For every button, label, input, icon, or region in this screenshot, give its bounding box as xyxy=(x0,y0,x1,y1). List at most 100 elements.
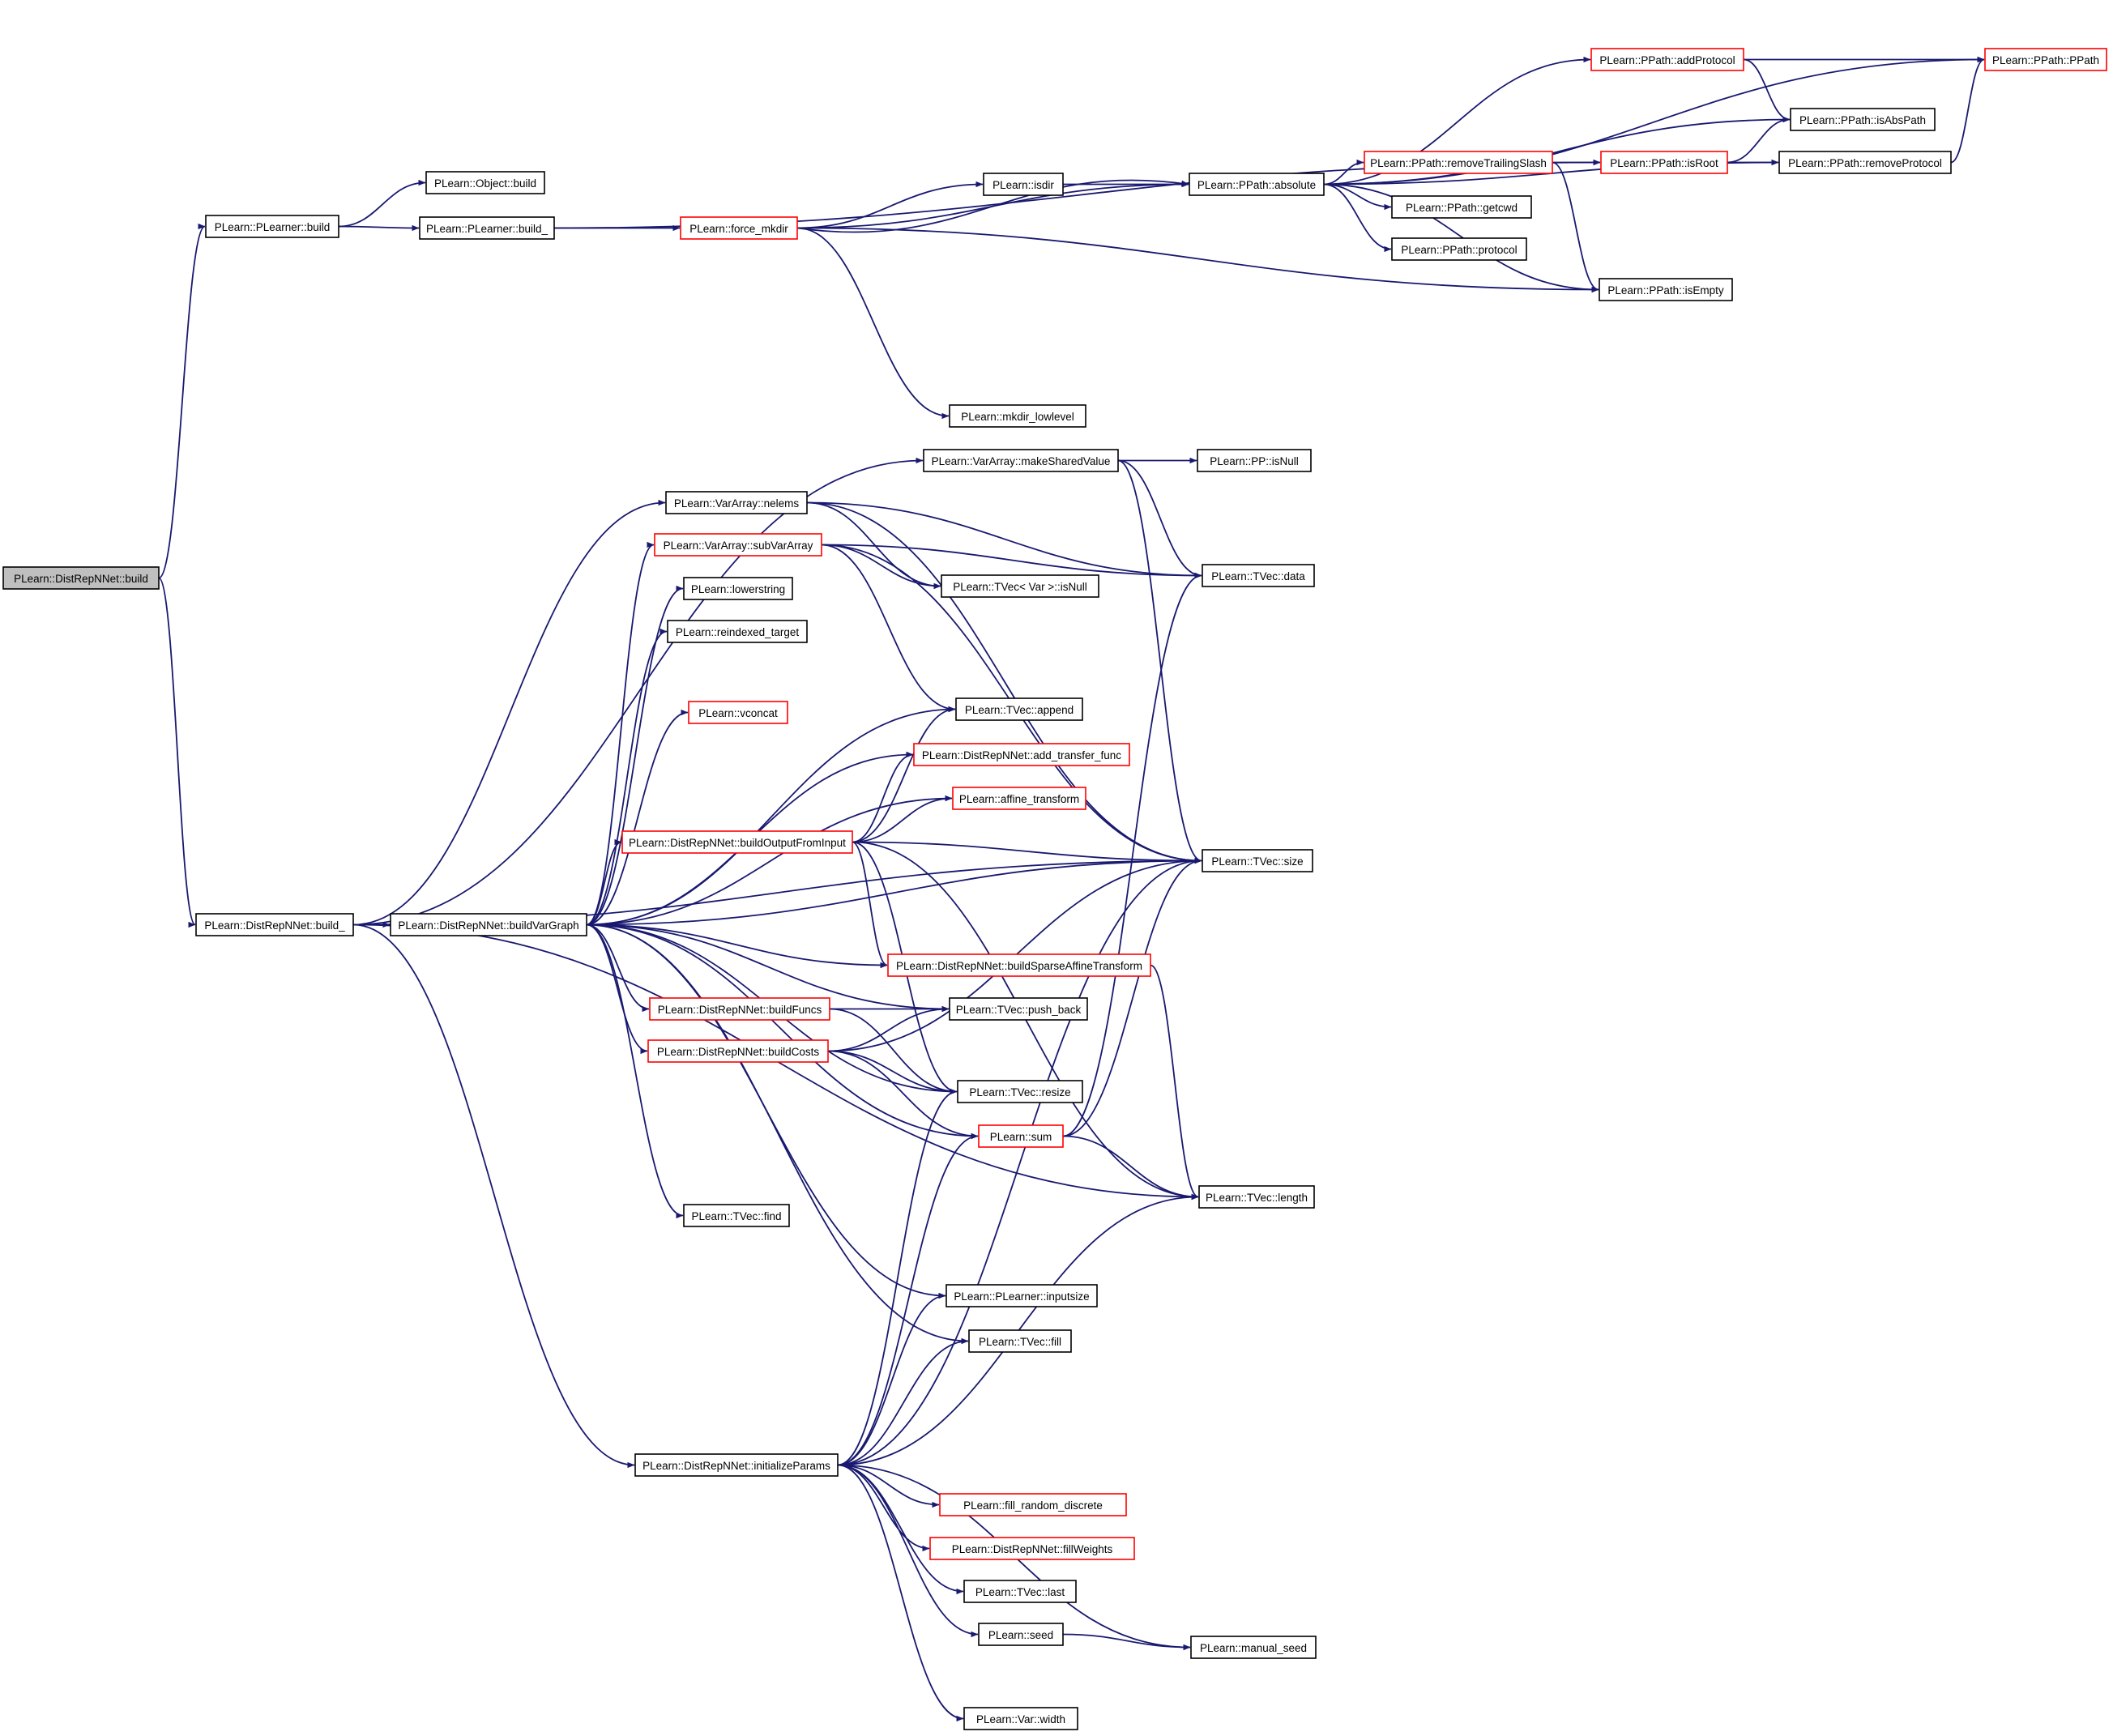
node-ppath-addprotocol[interactable]: PLearn::PPath::addProtocol xyxy=(1590,48,1744,71)
node-ppath-removetrailingslash[interactable]: PLearn::PPath::removeTrailingSlash xyxy=(1364,151,1553,174)
node-ppath-isabspath[interactable]: PLearn::PPath::isAbsPath xyxy=(1790,108,1936,131)
edge-buildvargraph-to-tvec_find xyxy=(586,923,684,1219)
edge-buildvargraph-to-reindexed_target xyxy=(586,628,668,926)
edge-initializeparams-to-seed xyxy=(837,1464,979,1638)
node-box xyxy=(1590,48,1744,71)
edge-vararray_makesharedvalue-to-tvec_size xyxy=(1117,459,1202,864)
node-var-width[interactable]: PLearn::Var::width xyxy=(963,1707,1078,1730)
node-ppath-protocol[interactable]: PLearn::PPath::protocol xyxy=(1391,237,1527,261)
node-distrep-build[interactable]: PLearn::DistRepNNet::build xyxy=(2,566,160,590)
node-label: PLearn::PPath::isRoot xyxy=(1610,157,1718,169)
node-label: PLearn::DistRepNNet::initializeParams xyxy=(642,1460,830,1472)
node-ppath-isroot[interactable]: PLearn::PPath::isRoot xyxy=(1600,151,1728,174)
node-initializeparams[interactable]: PLearn::DistRepNNet::initializeParams xyxy=(634,1453,839,1477)
node-seed[interactable]: PLearn::seed xyxy=(978,1623,1064,1646)
edge-sum-to-tvec_data xyxy=(1062,572,1202,1137)
node-plearner-inputsize[interactable]: PLearn::PLearner::inputsize xyxy=(946,1284,1098,1307)
node-box xyxy=(390,913,587,936)
node-pp-isnull[interactable]: PLearn::PP::isNull xyxy=(1197,449,1312,472)
node-label: PLearn::TVec::data xyxy=(1211,570,1305,582)
node-box xyxy=(941,574,1099,598)
node-fill-random-discrete[interactable]: PLearn::fill_random_discrete xyxy=(939,1493,1127,1516)
node-tvec-var-isnull[interactable]: PLearn::TVec< Var >::isNull xyxy=(941,574,1099,598)
node-tvec-size[interactable]: PLearn::TVec::size xyxy=(1202,849,1313,872)
node-plearner-build[interactable]: PLearn::PLearner::build xyxy=(205,215,339,238)
node-box xyxy=(647,1039,829,1063)
node-box xyxy=(929,1537,1135,1560)
edge-buildvargraph-to-sum xyxy=(586,923,979,1140)
node-box xyxy=(949,404,1086,428)
edge-initializeparams-to-fillweights xyxy=(837,1464,930,1552)
edge-buildvargraph-to-buildoutputfrominput xyxy=(586,838,622,926)
node-label: PLearn::DistRepNNet::buildFuncs xyxy=(658,1004,822,1016)
node-label: PLearn::manual_seed xyxy=(1200,1642,1307,1654)
node-ppath-getcwd[interactable]: PLearn::PPath::getcwd xyxy=(1391,195,1532,219)
node-plearner-build-[interactable]: PLearn::PLearner::build_ xyxy=(419,216,555,240)
node-box xyxy=(688,701,788,724)
node-ppath-absolute[interactable]: PLearn::PPath::absolute xyxy=(1189,173,1325,196)
node-label: PLearn::seed xyxy=(988,1629,1053,1641)
node-tvec-find[interactable]: PLearn::TVec::find xyxy=(683,1204,790,1227)
edge-buildvargraph-to-buildcosts xyxy=(586,923,648,1055)
edge-initializeparams-to-tvec_fill xyxy=(837,1337,969,1466)
edge-force_mkdir-to-ppath_absolute xyxy=(796,179,1189,233)
edge-plearner_build-to-object_build xyxy=(338,179,426,228)
node-ppath-isempty[interactable]: PLearn::PPath::isEmpty xyxy=(1599,278,1733,301)
node-box xyxy=(621,830,853,854)
node-object-build[interactable]: PLearn::Object::build xyxy=(425,171,545,194)
node-vararray-nelems[interactable]: PLearn::VarArray::nelems xyxy=(665,491,808,514)
node-box xyxy=(923,449,1119,472)
node-sum[interactable]: PLearn::sum xyxy=(978,1124,1064,1148)
node-ppath-ppath[interactable]: PLearn::PPath::PPath xyxy=(1984,48,2107,71)
node-reindexed-target[interactable]: PLearn::reindexed_target xyxy=(667,620,808,643)
node-label: PLearn::affine_transform xyxy=(959,793,1079,805)
node-buildvargraph[interactable]: PLearn::DistRepNNet::buildVarGraph xyxy=(390,913,587,936)
node-label: PLearn::PPath::removeTrailingSlash xyxy=(1370,157,1547,169)
edge-buildcosts-to-tvec_resize xyxy=(827,1050,958,1095)
node-label: PLearn::mkdir_lowlevel xyxy=(961,411,1074,423)
node-label: PLearn::PPath::isAbsPath xyxy=(1799,114,1926,126)
node-mkdir-lowlevel[interactable]: PLearn::mkdir_lowlevel xyxy=(949,404,1086,428)
node-lowerstring[interactable]: PLearn::lowerstring xyxy=(683,577,793,600)
node-label: PLearn::PLearner::build xyxy=(215,221,331,233)
node-buildfuncs[interactable]: PLearn::DistRepNNet::buildFuncs xyxy=(649,997,830,1021)
node-buildcosts[interactable]: PLearn::DistRepNNet::buildCosts xyxy=(647,1039,829,1063)
node-tvec-length[interactable]: PLearn::TVec::length xyxy=(1198,1185,1315,1209)
node-label: PLearn::PPath::addProtocol xyxy=(1599,54,1735,66)
edge-force_mkdir-to-ppath_isempty xyxy=(796,227,1599,293)
node-tvec-last[interactable]: PLearn::TVec::last xyxy=(963,1580,1077,1603)
node-tvec-data[interactable]: PLearn::TVec::data xyxy=(1202,564,1315,587)
node-fillweights[interactable]: PLearn::DistRepNNet::fillWeights xyxy=(929,1537,1135,1560)
node-label: PLearn::PPath::getcwd xyxy=(1406,202,1518,214)
node-manual-seed[interactable]: PLearn::manual_seed xyxy=(1190,1636,1317,1659)
node-buildsparseaffinetransform[interactable]: PLearn::DistRepNNet::buildSparseAffineTr… xyxy=(887,953,1151,977)
node-vararray-subvararray[interactable]: PLearn::VarArray::subVarArray xyxy=(654,533,822,557)
node-box xyxy=(978,1623,1064,1646)
node-ppath-removeprotocol[interactable]: PLearn::PPath::removeProtocol xyxy=(1778,151,1952,174)
edge-initializeparams-to-tvec_size xyxy=(837,857,1202,1466)
node-tvec-fill[interactable]: PLearn::TVec::fill xyxy=(968,1329,1072,1353)
node-label: PLearn::isdir xyxy=(992,179,1054,191)
node-force-mkdir[interactable]: PLearn::force_mkdir xyxy=(680,216,798,240)
node-buildoutputfrominput[interactable]: PLearn::DistRepNNet::buildOutputFromInpu… xyxy=(621,830,853,854)
edge-initializeparams-to-var_width xyxy=(837,1464,964,1722)
node-label: PLearn::PLearner::inputsize xyxy=(954,1290,1089,1303)
node-affine-transform[interactable]: PLearn::affine_transform xyxy=(952,787,1086,810)
edge-buildsparseaffinetransform-to-tvec_length xyxy=(1150,964,1199,1201)
node-vconcat[interactable]: PLearn::vconcat xyxy=(688,701,788,724)
node-tvec-resize[interactable]: PLearn::TVec::resize xyxy=(957,1080,1083,1103)
edge-distrep_build_-to-vararray_nelems xyxy=(352,499,666,926)
node-box xyxy=(963,1580,1077,1603)
node-label: PLearn::TVec::resize xyxy=(969,1086,1070,1098)
node-add-transfer-func[interactable]: PLearn::DistRepNNet::add_transfer_func xyxy=(913,743,1130,766)
node-label: PLearn::PPath::PPath xyxy=(1992,54,2099,66)
node-distrep-build-[interactable]: PLearn::DistRepNNet::build_ xyxy=(195,913,354,936)
node-tvec-push-back[interactable]: PLearn::TVec::push_back xyxy=(949,997,1088,1021)
edge-vararray_nelems-to-tvec_data xyxy=(806,501,1202,579)
node-box xyxy=(939,1493,1127,1516)
node-label: PLearn::TVec::last xyxy=(975,1586,1065,1598)
node-tvec-append[interactable]: PLearn::TVec::append xyxy=(955,697,1083,721)
node-vararray-makesharedvalue[interactable]: PLearn::VarArray::makeSharedValue xyxy=(923,449,1119,472)
node-isdir[interactable]: PLearn::isdir xyxy=(983,173,1064,196)
node-box xyxy=(665,491,808,514)
